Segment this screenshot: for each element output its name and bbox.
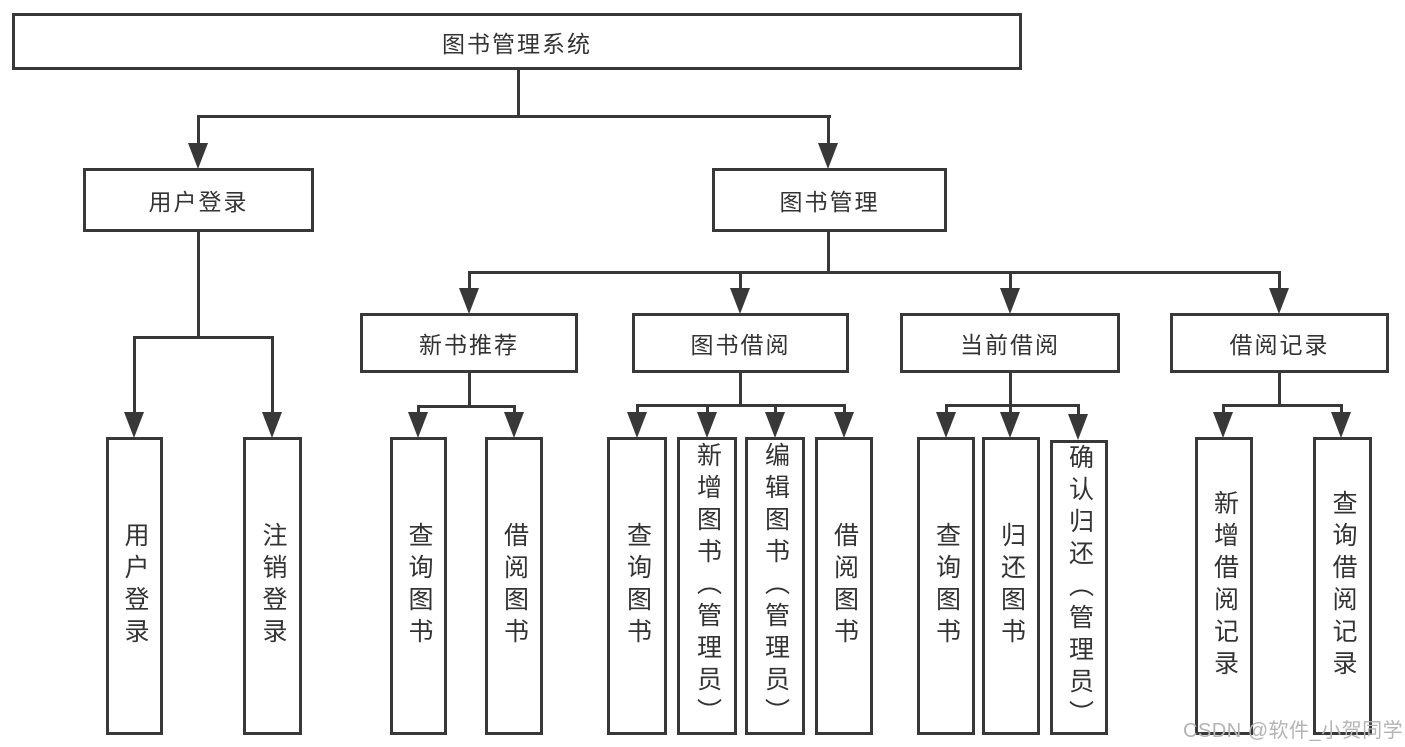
arrow-to-query-record bbox=[1331, 412, 1351, 438]
connector-root-to-user-login-stem bbox=[197, 115, 200, 147]
node-new-book-rec: 新书推荐 bbox=[360, 313, 578, 373]
leaf-return-book: 归还图书 bbox=[982, 437, 1040, 735]
node-current-borrow: 当前借阅 bbox=[900, 313, 1120, 373]
leaf-query-book-current-label: 查询图书 bbox=[932, 522, 961, 650]
leaf-query-book-current: 查询图书 bbox=[917, 437, 975, 735]
connector-to-edit-book-stem bbox=[774, 404, 777, 416]
leaf-user-login-label: 用户登录 bbox=[121, 522, 149, 650]
leaf-query-book-rec-label: 查询图书 bbox=[405, 522, 433, 650]
leaf-add-record: 新增借阅记录 bbox=[1195, 437, 1253, 735]
connector-root-rail bbox=[197, 115, 831, 118]
connector-to-borrow-records-stem bbox=[1278, 271, 1281, 291]
connector-new-book-rec-stem bbox=[468, 373, 471, 408]
connector-current-borrow-stem bbox=[1009, 373, 1012, 407]
connector-to-return-book-stem bbox=[1009, 404, 1012, 416]
connector-book-borrow-stem bbox=[739, 373, 742, 407]
connector-current-borrow-rail bbox=[945, 404, 1080, 407]
arrow-to-query-book-current bbox=[936, 412, 956, 438]
arrow-to-edit-book bbox=[765, 412, 785, 438]
node-book-borrow-label: 图书借阅 bbox=[690, 332, 791, 358]
connector-user-login-stem bbox=[197, 232, 200, 339]
arrow-to-leaf-logout bbox=[262, 412, 282, 438]
leaf-confirm-return: 确认归还（管理员） bbox=[1050, 440, 1108, 735]
leaf-add-record-label: 新增借阅记录 bbox=[1210, 490, 1239, 682]
connector-to-query-record-stem bbox=[1340, 404, 1343, 416]
connector-book-mgmt-stem bbox=[827, 232, 830, 274]
leaf-logout: 注销登录 bbox=[243, 437, 302, 735]
leaf-confirm-return-label: 确认归还（管理员） bbox=[1065, 443, 1094, 732]
connector-to-add-book-stem bbox=[706, 404, 709, 416]
arrow-to-confirm-return bbox=[1068, 414, 1088, 440]
leaf-query-book-rec: 查询图书 bbox=[390, 437, 447, 735]
connector-book-borrow-rail bbox=[636, 404, 845, 407]
node-borrow-records-label: 借阅记录 bbox=[1229, 332, 1330, 358]
connector-to-new-book-rec-stem bbox=[468, 271, 471, 291]
connector-root-stem bbox=[517, 70, 520, 117]
connector-to-query-book-rec-stem bbox=[417, 405, 420, 417]
arrow-to-query-book-borrow bbox=[627, 412, 647, 438]
leaf-edit-book-label: 编辑图书（管理员） bbox=[761, 442, 790, 730]
arrow-to-book-mgmt bbox=[818, 143, 838, 169]
node-book-mgmt-label: 图书管理 bbox=[779, 189, 880, 215]
leaf-borrow-book-borrow-label: 借阅图书 bbox=[830, 522, 859, 650]
node-user-login: 用户登录 bbox=[83, 168, 314, 232]
connector-to-leaf-user-login-stem bbox=[133, 336, 136, 416]
connector-user-login-rail bbox=[133, 336, 274, 339]
leaf-query-record: 查询借阅记录 bbox=[1313, 437, 1372, 735]
leaf-add-book-label: 新增图书（管理员） bbox=[693, 442, 722, 730]
connector-to-query-book-borrow-stem bbox=[636, 404, 639, 416]
leaf-borrow-book-rec: 借阅图书 bbox=[485, 437, 543, 735]
connector-to-add-record-stem bbox=[1222, 404, 1225, 416]
connector-to-leaf-logout-stem bbox=[271, 336, 274, 416]
arrow-to-borrow-book-borrow bbox=[834, 412, 854, 438]
node-root-label: 图书管理系统 bbox=[442, 30, 592, 57]
leaf-query-record-label: 查询借阅记录 bbox=[1329, 490, 1357, 682]
connector-new-book-rec-rail bbox=[417, 405, 516, 408]
leaf-edit-book: 编辑图书（管理员） bbox=[745, 437, 805, 735]
arrow-to-new-book-rec bbox=[459, 288, 479, 314]
node-root: 图书管理系统 bbox=[12, 13, 1022, 70]
connector-to-confirm-return-stem bbox=[1077, 404, 1080, 416]
arrow-to-book-borrow bbox=[730, 288, 750, 314]
connector-to-book-borrow-stem bbox=[739, 271, 742, 291]
leaf-borrow-book-rec-label: 借阅图书 bbox=[500, 522, 529, 650]
csdn-watermark: CSDN @软件_小贺同学 bbox=[1183, 720, 1404, 742]
connector-to-query-book-current-stem bbox=[945, 404, 948, 416]
arrow-to-query-book-rec bbox=[408, 412, 428, 438]
arrow-to-borrow-records bbox=[1269, 288, 1289, 314]
arrow-to-add-book bbox=[697, 412, 717, 438]
leaf-query-book-borrow: 查询图书 bbox=[607, 437, 667, 735]
arrow-to-user-login bbox=[188, 143, 208, 169]
arrow-to-current-borrow bbox=[1000, 288, 1020, 314]
node-user-login-label: 用户登录 bbox=[148, 189, 249, 215]
node-new-book-rec-label: 新书推荐 bbox=[419, 332, 519, 358]
leaf-user-login: 用户登录 bbox=[106, 437, 163, 735]
arrow-to-leaf-user-login bbox=[124, 412, 144, 438]
connector-borrow-records-stem bbox=[1278, 373, 1281, 407]
leaf-query-book-borrow-label: 查询图书 bbox=[623, 522, 652, 650]
node-book-borrow: 图书借阅 bbox=[632, 313, 849, 373]
arrow-to-add-record bbox=[1213, 412, 1233, 438]
leaf-logout-label: 注销登录 bbox=[259, 522, 287, 650]
leaf-add-book: 新增图书（管理员） bbox=[677, 437, 737, 735]
connector-book-mgmt-rail bbox=[468, 271, 1281, 274]
connector-root-to-book-mgmt-stem bbox=[827, 115, 830, 147]
leaf-return-book-label: 归还图书 bbox=[997, 522, 1026, 650]
node-current-borrow-label: 当前借阅 bbox=[960, 332, 1060, 358]
node-borrow-records: 借阅记录 bbox=[1170, 313, 1389, 373]
connector-to-borrow-book-borrow-stem bbox=[843, 404, 846, 416]
arrow-to-borrow-book-rec bbox=[504, 412, 524, 438]
connector-borrow-records-rail bbox=[1222, 404, 1342, 407]
connector-to-borrow-book-rec-stem bbox=[513, 405, 516, 417]
arrow-to-return-book bbox=[1000, 412, 1020, 438]
connector-to-current-borrow-stem bbox=[1009, 271, 1012, 291]
leaf-borrow-book-borrow: 借阅图书 bbox=[815, 437, 873, 735]
node-book-mgmt: 图书管理 bbox=[712, 168, 947, 232]
